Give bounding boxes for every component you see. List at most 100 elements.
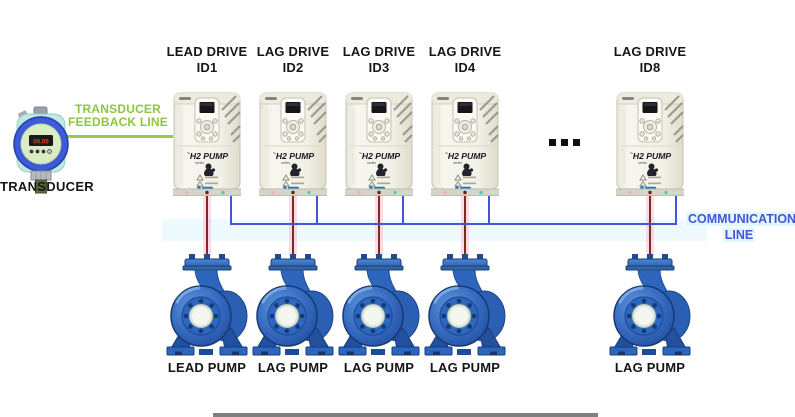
drive-keypad <box>637 97 663 143</box>
brand-mark: ~ <box>187 151 190 157</box>
brand-name: H2 PUMP <box>633 151 671 161</box>
brand-name: H2 PUMP <box>190 151 228 161</box>
pump-mascot-icon <box>647 163 659 176</box>
power-wire-4 <box>464 196 466 256</box>
drive-warning-text <box>454 174 476 187</box>
drive-top-slot <box>622 97 634 100</box>
pump-3 <box>337 250 421 356</box>
vfd-drive-3: ~ H2 PUMP series <box>345 90 413 196</box>
comm-drop-3 <box>402 196 404 225</box>
drive-vent-slashes <box>393 95 413 143</box>
pump-discharge-flange <box>354 254 404 271</box>
drive-vent-slashes <box>221 95 241 143</box>
comm-drop-4 <box>488 196 490 225</box>
pump-bolts <box>269 298 305 334</box>
brand-name: H2 PUMP <box>448 151 486 161</box>
pump-discharge-flange <box>625 254 675 271</box>
vfd-drive-2: ~ H2 PUMP series <box>259 90 327 196</box>
vfd-drive-graphic: ~ H2 PUMP series <box>259 92 327 196</box>
brand-series: series <box>638 161 647 165</box>
drive-top-slot <box>265 97 277 100</box>
drive-base-ledge <box>259 188 327 196</box>
brand-mark: ~ <box>359 151 362 157</box>
brand-mark: ~ <box>630 151 633 157</box>
transducer-label: TRANSDUCER <box>0 179 94 194</box>
drive-base-ledge <box>431 188 499 196</box>
drive-warning-text <box>196 174 218 187</box>
transducer-fitting <box>30 170 52 194</box>
power-wire-1 <box>206 196 208 256</box>
centrifugal-pump-graphic <box>424 254 506 356</box>
brand-name: H2 PUMP <box>276 151 314 161</box>
pump-feet <box>252 346 334 356</box>
transducer-buttons <box>29 149 52 154</box>
pump-mascot-icon <box>376 163 388 176</box>
pump-mascot-icon <box>462 163 474 176</box>
pump-mascot-icon <box>204 163 216 176</box>
pump-label-4: LAG PUMP <box>429 360 501 375</box>
pump-bolts <box>626 298 662 334</box>
ellipsis-dot <box>561 139 568 146</box>
comm-drop-2 <box>316 196 318 225</box>
drive-warning-text <box>282 174 304 187</box>
transducer-graphic: 00.00 <box>13 106 69 194</box>
pump-label-2: LAG PUMP <box>257 360 329 375</box>
transducer-feedback-line-label: TRANSDUCER FEEDBACK LINE <box>68 102 168 129</box>
drive-base-ledge <box>616 188 684 196</box>
drive-base-ledge <box>173 188 241 196</box>
drive-top-slot <box>351 97 363 100</box>
drive-keypad <box>366 97 392 143</box>
vfd-drive-graphic: ~ H2 PUMP series <box>345 92 413 196</box>
pump-mascot-icon <box>290 163 302 176</box>
drive-keypad <box>452 97 478 143</box>
drive-top-slot <box>179 97 191 100</box>
vfd-drive-4: ~ H2 PUMP series <box>431 90 499 196</box>
comm-drop-8 <box>675 196 677 225</box>
drive-warning-text <box>639 174 661 187</box>
brand-series: series <box>367 161 376 165</box>
pump-bolts <box>441 298 477 334</box>
pump-discharge-flange <box>182 254 232 271</box>
brand-series: series <box>453 161 462 165</box>
vfd-drive-graphic: ~ H2 PUMP series <box>431 92 499 196</box>
brand-series: series <box>281 161 290 165</box>
bottom-crop-bar <box>213 413 598 417</box>
drive-vent-slashes <box>307 95 327 143</box>
power-wire-3 <box>378 196 380 256</box>
drive-vent-slashes <box>479 95 499 143</box>
ellipsis-dot <box>549 139 556 146</box>
brand-mark: ~ <box>273 151 276 157</box>
vfd-drive-graphic: ~ H2 PUMP series <box>173 92 241 196</box>
pump-2 <box>251 250 335 356</box>
drive-top-slot <box>437 97 449 100</box>
transducer-lcd-value: 00.00 <box>33 139 49 146</box>
ellipsis <box>549 139 582 146</box>
pump-discharge-flange <box>440 254 490 271</box>
power-wire-2 <box>292 196 294 256</box>
pump-feet <box>424 346 506 356</box>
drive-keypad <box>280 97 306 143</box>
brand-name: H2 PUMP <box>362 151 400 161</box>
brand-mark: ~ <box>445 151 448 157</box>
transducer-device: 00.00 <box>6 106 76 201</box>
pump-bolts <box>355 298 391 334</box>
pump-1 <box>165 250 249 356</box>
drive-keypad <box>194 97 220 143</box>
comm-drop-1 <box>230 196 232 225</box>
vfd-drive-graphic: ~ H2 PUMP series <box>616 92 684 196</box>
pump-label-3: LAG PUMP <box>343 360 415 375</box>
transducer-lcd <box>29 135 53 146</box>
drive-warning-text <box>368 174 390 187</box>
brand-series: series <box>195 161 204 165</box>
vfd-drive-8: ~ H2 PUMP series <box>616 90 684 196</box>
centrifugal-pump-graphic <box>338 254 420 356</box>
communication-line-label: COMMUNICATION LINE <box>686 211 795 243</box>
pump-feet <box>338 346 420 356</box>
pump-label-8: LAG PUMP <box>614 360 686 375</box>
pump-4 <box>423 250 507 356</box>
